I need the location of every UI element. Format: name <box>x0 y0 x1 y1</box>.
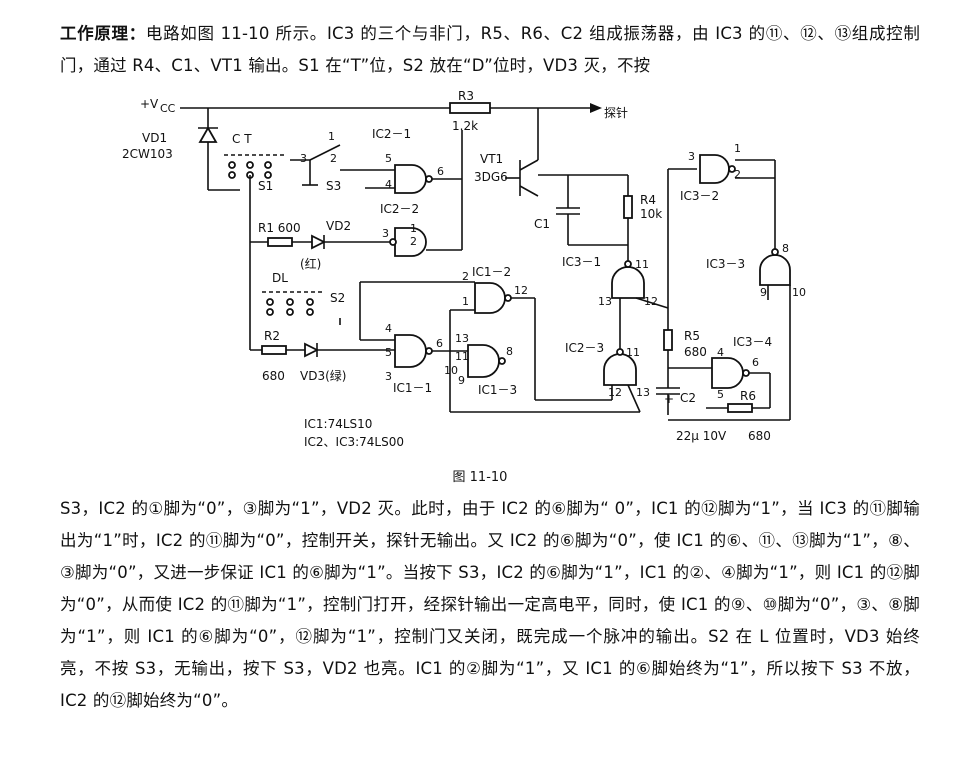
paragraph-intro: 工作原理：电路如图 11-10 所示。IC3 的三个与非门，R5、R6、C2 组… <box>60 18 920 82</box>
ic3-2-label: IC3－2 <box>680 189 719 203</box>
svg-text:8: 8 <box>506 345 513 358</box>
paragraph-explanation: S3，IC2 的①脚为“0”，③脚为“1”，VD2 灭。此时，由于 IC2 的⑥… <box>60 499 920 710</box>
svg-text:12: 12 <box>514 284 528 297</box>
ic2-3-label: IC2－3 <box>565 341 604 355</box>
svg-text:11: 11 <box>635 258 649 271</box>
ic1-1-label: IC1－1 <box>393 381 432 395</box>
svg-text:11: 11 <box>455 350 469 363</box>
r4-value: 10k <box>640 207 662 221</box>
svg-text:2: 2 <box>462 270 469 283</box>
vcc-sub: CC <box>160 102 176 115</box>
svg-text:9: 9 <box>760 286 767 299</box>
ic1-3-label: IC1－3 <box>478 383 517 397</box>
lead-heading: 工作原理： <box>60 24 146 43</box>
r3-label: R3 <box>458 89 474 103</box>
vd2-label: VD2 <box>326 219 351 233</box>
svg-text:5: 5 <box>385 152 392 165</box>
svg-text:11: 11 <box>626 346 640 359</box>
svg-text:9: 9 <box>458 374 465 387</box>
r1-label: R1 600 <box>258 221 301 235</box>
arrow-icon <box>590 103 602 113</box>
ic3-3-label: IC3－3 <box>706 257 745 271</box>
figure-caption: 图 11-10 <box>452 470 508 485</box>
ic23-type: IC2、IC3:74LS00 <box>304 435 404 449</box>
svg-text:3: 3 <box>688 150 695 163</box>
svg-text:13: 13 <box>598 295 612 308</box>
vcc-label: +V <box>140 97 159 111</box>
c1-label: C1 <box>534 217 550 231</box>
svg-text:4: 4 <box>385 322 392 335</box>
svg-text:5: 5 <box>717 388 724 401</box>
intro-body: 电路如图 11-10 所示。IC3 的三个与非门，R5、R6、C2 组成振荡器，… <box>60 24 921 75</box>
svg-text:6: 6 <box>752 356 759 369</box>
svg-text:10: 10 <box>792 286 806 299</box>
vt1-label: VT1 <box>480 152 503 166</box>
r2-label: R2 <box>264 329 280 343</box>
r6-label: R6 <box>740 389 756 403</box>
r4-label: R4 <box>640 193 656 207</box>
c2-value: 22μ 10V <box>676 429 727 443</box>
svg-text:6: 6 <box>436 337 443 350</box>
dl-label: DL <box>272 271 288 285</box>
r5-value: 680 <box>684 345 707 359</box>
svg-text:8: 8 <box>782 242 789 255</box>
svg-text:2: 2 <box>734 168 741 181</box>
svg-text:2: 2 <box>410 235 417 248</box>
svg-text:5: 5 <box>385 346 392 359</box>
r2-value: 680 <box>262 369 285 383</box>
ic3-1-label: IC3－1 <box>562 255 601 269</box>
svg-text:10: 10 <box>444 364 458 377</box>
ic3-4-label: IC3－4 <box>733 335 772 349</box>
svg-text:13: 13 <box>455 332 469 345</box>
s1-ct-label: C T <box>232 132 252 146</box>
svg-text:6: 6 <box>437 165 444 178</box>
r6-value: 680 <box>748 429 771 443</box>
s2-label: S2 <box>330 291 345 305</box>
r3-resistor <box>449 102 491 114</box>
ic1-2-label: IC1－2 <box>472 265 511 279</box>
svg-text:13: 13 <box>636 386 650 399</box>
vt1-part: 3DG6 <box>474 170 508 184</box>
svg-text:2: 2 <box>330 152 337 165</box>
vd1-label: VD1 <box>142 131 167 145</box>
s1-label: S1 <box>258 179 273 193</box>
red-label: (红) <box>300 256 321 271</box>
svg-text:3: 3 <box>385 370 392 383</box>
ic1-type: IC1:74LS10 <box>304 417 372 431</box>
r3-value: 1.2k <box>452 119 478 133</box>
ic2-2-label: IC2－2 <box>380 202 419 216</box>
svg-text:12: 12 <box>644 295 658 308</box>
vd3-label: VD3(绿) <box>300 368 346 383</box>
c2-label: C2 <box>680 391 696 405</box>
s3-label: S3 <box>326 179 341 193</box>
svg-text:1: 1 <box>462 295 469 308</box>
svg-text:1: 1 <box>410 222 417 235</box>
svg-text:1: 1 <box>734 142 741 155</box>
r5-label: R5 <box>684 329 700 343</box>
ic2-1-label: IC2－1 <box>372 127 411 141</box>
svg-text:1: 1 <box>328 130 335 143</box>
vd1-part: 2CW103 <box>122 147 173 161</box>
probe-label: 探针 <box>604 105 628 120</box>
svg-text:4: 4 <box>717 346 724 359</box>
svg-text:12: 12 <box>608 386 622 399</box>
svg-text:+: + <box>664 392 674 406</box>
svg-text:4: 4 <box>385 178 392 191</box>
svg-text:3: 3 <box>382 227 389 240</box>
svg-text:3: 3 <box>300 152 307 165</box>
